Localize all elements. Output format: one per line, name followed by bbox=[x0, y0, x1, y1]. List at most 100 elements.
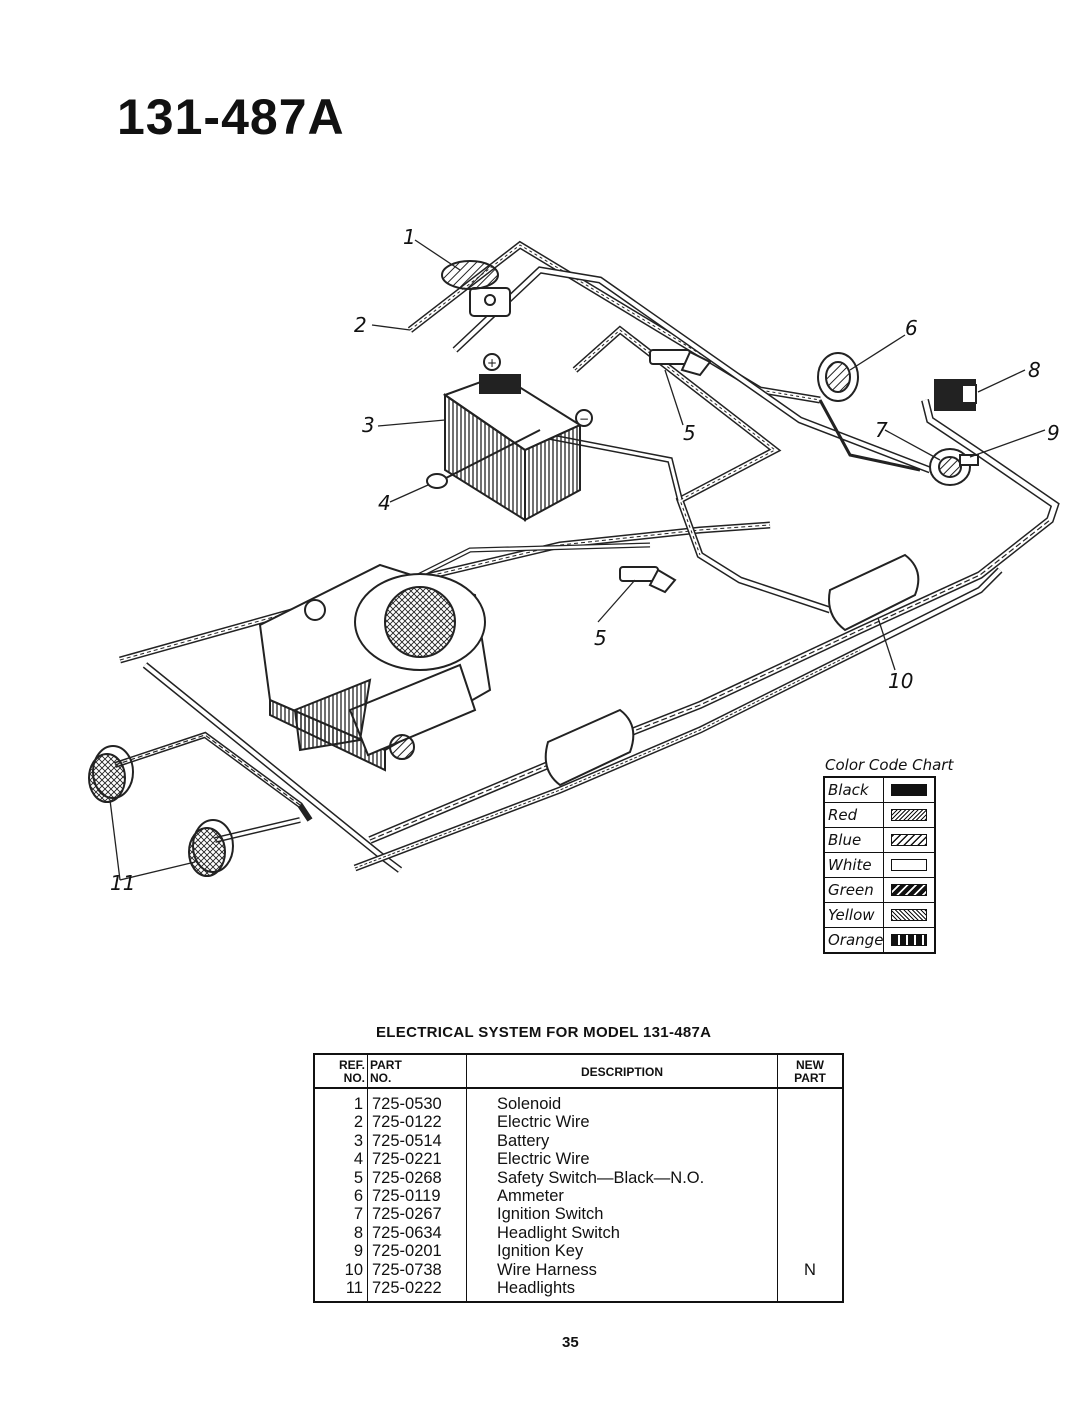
color-code-row: Yellow bbox=[823, 902, 936, 928]
callout-8: 8 bbox=[1028, 358, 1041, 382]
part-no-cell: 725-0738 bbox=[367, 1260, 467, 1280]
headlights bbox=[88, 745, 234, 877]
part-no-cell: 725-0221 bbox=[367, 1150, 467, 1169]
ref-no-cell: 7 bbox=[313, 1205, 368, 1224]
new-part-cell bbox=[777, 1131, 844, 1151]
color-code-row: White bbox=[823, 852, 936, 878]
part-no-cell: 725-0119 bbox=[367, 1187, 467, 1206]
color-name: Orange bbox=[823, 927, 885, 954]
ref-no-cell: 1 bbox=[313, 1088, 368, 1114]
ref-no-cell: 8 bbox=[313, 1223, 368, 1243]
ref-no-cell: 6 bbox=[313, 1187, 368, 1206]
part-no-cell: 725-0201 bbox=[367, 1242, 467, 1261]
description-cell: Ignition Switch bbox=[466, 1205, 778, 1224]
red-swatch bbox=[891, 808, 928, 821]
new-part-cell bbox=[777, 1223, 844, 1243]
callout-leaders bbox=[109, 239, 1046, 881]
color-name: Green bbox=[823, 877, 885, 903]
part-no-cell: 725-0514 bbox=[367, 1131, 467, 1151]
safety-switch-lower bbox=[619, 566, 677, 594]
color-code-row: Red bbox=[823, 802, 936, 828]
new-part-cell bbox=[777, 1150, 844, 1169]
ref-no-header: REF.NO. bbox=[313, 1053, 368, 1089]
description-cell: Ammeter bbox=[466, 1187, 778, 1206]
part-no-cell: 725-0634 bbox=[367, 1223, 467, 1243]
callout-5-lower: 5 bbox=[594, 626, 607, 650]
new-part-cell: N bbox=[777, 1260, 844, 1280]
ref-no-cell: 11 bbox=[313, 1279, 368, 1303]
orange-swatch bbox=[891, 933, 928, 946]
description-cell: Ignition Key bbox=[466, 1242, 778, 1261]
wire-harness-sleeves bbox=[544, 553, 920, 787]
color-name: Yellow bbox=[823, 902, 885, 928]
description-header: DESCRIPTION bbox=[466, 1053, 778, 1089]
part-no-cell: 725-0122 bbox=[367, 1113, 467, 1132]
callout-5-upper: 5 bbox=[683, 421, 696, 445]
new-part-cell bbox=[777, 1187, 844, 1206]
ammeter bbox=[817, 352, 859, 402]
ref-no-cell: 10 bbox=[313, 1260, 368, 1280]
wiring-diagram: + − bbox=[88, 225, 1060, 895]
page-number: 35 bbox=[562, 1334, 579, 1351]
callout-11: 11 bbox=[110, 871, 135, 895]
part-no-cell: 725-0222 bbox=[367, 1279, 467, 1303]
new-part-cell bbox=[777, 1113, 844, 1132]
color-code-chart-title: Color Code Chart bbox=[825, 756, 954, 774]
description-cell: Headlights bbox=[466, 1279, 778, 1303]
callout-10: 10 bbox=[888, 669, 913, 693]
safety-switch-upper bbox=[649, 349, 712, 377]
callout-1: 1 bbox=[403, 225, 416, 249]
color-name: Blue bbox=[823, 827, 885, 853]
description-cell: Safety Switch—Black—N.O. bbox=[466, 1168, 778, 1188]
green-swatch bbox=[891, 883, 928, 896]
ref-no-cell: 5 bbox=[313, 1168, 368, 1188]
yellow-swatch bbox=[891, 908, 928, 921]
description-cell: Electric Wire bbox=[466, 1150, 778, 1169]
callout-6: 6 bbox=[905, 316, 918, 340]
model-title: 131-487A bbox=[117, 89, 345, 145]
description-cell: Battery bbox=[466, 1131, 778, 1151]
ref-no-cell: 2 bbox=[313, 1113, 368, 1132]
ignition-switch bbox=[929, 448, 979, 486]
color-code-chart: Black Red Blue White Green Yellow Orange bbox=[823, 776, 937, 954]
engine bbox=[258, 563, 492, 772]
description-cell: Solenoid bbox=[466, 1088, 778, 1114]
ref-no-cell: 3 bbox=[313, 1131, 368, 1151]
new-part-cell bbox=[777, 1088, 844, 1114]
color-name: Red bbox=[823, 802, 885, 828]
callout-2: 2 bbox=[354, 313, 367, 337]
callout-4: 4 bbox=[378, 491, 391, 515]
solenoid bbox=[441, 260, 511, 317]
blue-swatch bbox=[891, 833, 928, 846]
callout-7: 7 bbox=[875, 418, 888, 442]
ring-terminal bbox=[426, 429, 541, 489]
color-name: Black bbox=[823, 776, 885, 803]
battery-positive-terminal: + bbox=[487, 356, 497, 370]
part-no-cell: 725-0267 bbox=[367, 1205, 467, 1224]
new-part-cell bbox=[777, 1168, 844, 1188]
description-cell: Headlight Switch bbox=[466, 1223, 778, 1243]
new-part-cell bbox=[777, 1279, 844, 1303]
part-no-cell: 725-0268 bbox=[367, 1168, 467, 1188]
parts-list-title: ELECTRICAL SYSTEM FOR MODEL 131-487A bbox=[376, 1024, 712, 1041]
battery-negative-terminal: − bbox=[579, 412, 589, 426]
callout-9: 9 bbox=[1047, 421, 1060, 445]
headlight-switch bbox=[934, 379, 977, 411]
color-code-row: Orange bbox=[823, 927, 936, 954]
wire-runs bbox=[114, 240, 1060, 873]
description-cell: Electric Wire bbox=[466, 1113, 778, 1132]
